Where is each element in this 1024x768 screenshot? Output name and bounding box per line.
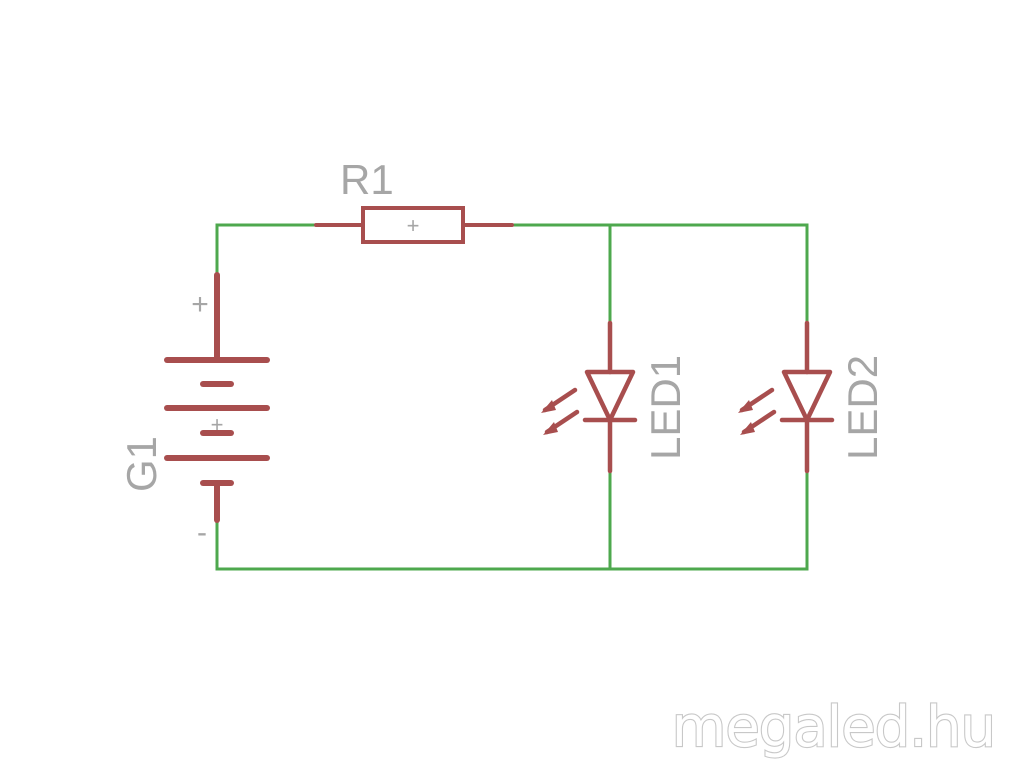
battery-label: G1 [118,436,165,492]
led1-arrowhead-1 [541,400,556,413]
led1-label: LED1 [642,355,689,460]
led2-arrowhead-2 [740,422,755,435]
resistor-origin-mark: + [407,213,420,238]
resistor-label: R1 [340,156,394,203]
led1-diode-triangle [584,369,636,423]
led2[interactable]: LED2 [738,320,886,474]
wires [215,223,809,571]
led1[interactable]: LED1 [541,320,689,474]
battery-positive-mark: + [191,288,209,321]
battery-negative-mark: - [197,516,207,549]
watermark-logo: megaled.hu [672,695,995,760]
battery-g1[interactable]: + - + G1 [118,272,270,549]
resistor-r1[interactable]: + R1 [314,156,514,244]
led2-diode-triangle [781,369,833,423]
led2-arrowhead-1 [738,400,753,413]
battery-origin-mark: + [211,412,224,437]
led1-arrowhead-2 [543,422,558,435]
resistor-body [361,206,465,244]
led2-label: LED2 [839,355,886,460]
